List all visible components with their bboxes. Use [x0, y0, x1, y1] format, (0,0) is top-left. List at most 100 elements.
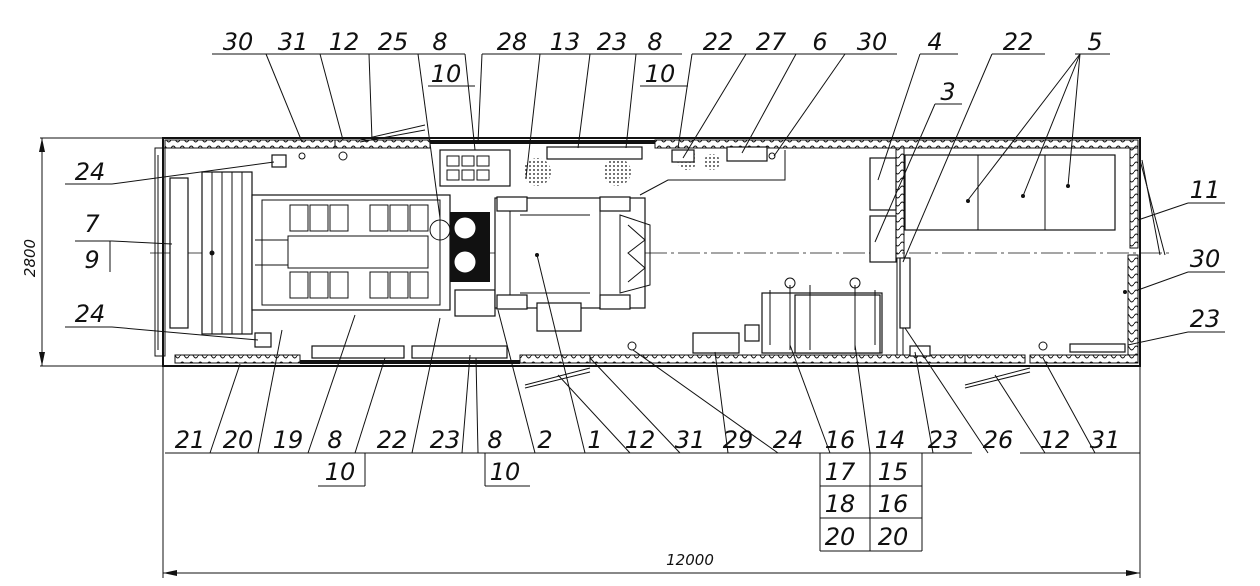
svg-text:8: 8: [432, 28, 447, 56]
svg-text:30: 30: [223, 28, 254, 56]
callout-bottom-12: 12: [557, 374, 656, 454]
svg-text:16: 16: [878, 490, 909, 518]
callout-bottom-25: 26: [904, 327, 1014, 454]
svg-text:31: 31: [1090, 426, 1121, 454]
svg-text:22: 22: [1003, 28, 1034, 56]
svg-text:23: 23: [430, 426, 461, 454]
svg-text:12: 12: [329, 28, 360, 56]
svg-text:10: 10: [431, 60, 462, 88]
callout-bottom-1: 21: [175, 363, 241, 454]
svg-text:12: 12: [1040, 426, 1071, 454]
svg-text:31: 31: [675, 426, 706, 454]
callout-top-7: 28: [477, 28, 540, 144]
svg-text:25: 25: [378, 28, 409, 56]
callout-bottom-17: 17: [820, 458, 870, 487]
callout-bottom-19: 20: [820, 523, 870, 552]
genset: [169, 171, 651, 335]
callout-top-9: 23: [577, 28, 636, 149]
svg-text:8: 8: [327, 426, 342, 454]
svg-text:20: 20: [825, 523, 856, 551]
callout-bottom-5: 10: [318, 453, 366, 487]
svg-text:13: 13: [550, 28, 581, 56]
container-outline: [150, 137, 1170, 367]
callout-bottom-20: 14: [854, 344, 906, 454]
callout-top-8: 13: [525, 28, 590, 179]
svg-text:28: 28: [497, 28, 528, 56]
callout-top-10: 8: [636, 28, 682, 56]
svg-text:14: 14: [875, 426, 906, 454]
callout-left-1: 24: [65, 158, 275, 186]
callout-top-11: 10: [625, 53, 688, 149]
svg-text:20: 20: [223, 426, 254, 454]
door-swings: [359, 124, 1166, 389]
svg-text:16: 16: [825, 426, 856, 454]
callout-left-2: 7: [75, 210, 173, 245]
callout-bottom-14: 29: [714, 351, 753, 454]
svg-text:20: 20: [878, 523, 909, 551]
svg-text:4: 4: [927, 28, 942, 56]
callout-top-16: 4: [877, 28, 958, 181]
svg-text:10: 10: [325, 458, 356, 486]
callout-top-17: 3: [874, 78, 962, 243]
svg-text:24: 24: [75, 300, 106, 328]
callouts-top: 30 31 12 25 8 10 28 13 23 8 10 22 27 6 3…: [212, 28, 1110, 263]
svg-text:11: 11: [1190, 176, 1221, 204]
callout-top-1: 30: [212, 28, 303, 143]
callout-bottom-3: 19: [273, 314, 356, 454]
callout-bottom-22: 16: [870, 490, 922, 519]
callouts-left: 24 7 9 24: [65, 158, 275, 341]
svg-text:24: 24: [75, 158, 106, 186]
callouts-right: 11 30 23: [1127, 176, 1225, 346]
callout-bottom-6: 22: [377, 317, 441, 454]
svg-text:27: 27: [756, 28, 787, 56]
svg-text:24: 24: [773, 426, 804, 454]
callout-left-4: 24: [65, 300, 259, 341]
callout-bottom-16: 16: [789, 344, 856, 454]
callout-bottom-9: 10: [484, 453, 530, 487]
callout-bottom-21: 15: [870, 458, 922, 487]
callout-top-5: 8: [418, 28, 465, 56]
callout-bottom-13: 31: [589, 357, 706, 454]
callout-top-13: 27: [682, 28, 796, 159]
callout-top-19: 5: [967, 28, 1110, 201]
svg-text:10: 10: [490, 458, 521, 486]
callout-top-12: 22: [677, 28, 746, 149]
callout-right-3: 23: [1127, 305, 1225, 346]
svg-text:19: 19: [273, 426, 304, 454]
height-dimension: 2800: [21, 137, 163, 367]
svg-text:21: 21: [175, 426, 206, 454]
callout-right-2: 30: [1137, 245, 1225, 291]
svg-text:7: 7: [84, 210, 100, 238]
bottom-equipment: [254, 332, 1126, 359]
svg-text:23: 23: [597, 28, 628, 56]
callout-bottom-10: 2: [497, 309, 553, 454]
pump-station: [744, 277, 883, 354]
svg-text:26: 26: [983, 426, 1014, 454]
callout-left-3: 9: [84, 241, 111, 274]
length-dimension: 12000: [162, 366, 1141, 578]
svg-text:10: 10: [645, 60, 676, 88]
callout-bottom-4: 8: [327, 357, 386, 454]
svg-text:12: 12: [625, 426, 656, 454]
svg-text:22: 22: [377, 426, 408, 454]
callout-bottom-24: 23: [914, 351, 958, 454]
svg-text:22: 22: [703, 28, 734, 56]
svg-text:17: 17: [825, 458, 856, 486]
height-label: 2800: [21, 239, 39, 277]
callout-top-18: 22: [902, 28, 1045, 263]
callout-top-3: 12: [320, 28, 373, 141]
callout-bottom-7: 23: [430, 354, 471, 454]
svg-text:3: 3: [940, 78, 955, 106]
callout-top-2: 31: [266, 28, 344, 141]
callout-top-6: 10: [428, 53, 476, 151]
callout-top-14: 6: [741, 28, 845, 154]
callout-bottom-23: 20: [819, 453, 923, 552]
callout-bottom-27: 31: [1042, 357, 1121, 454]
callout-top-4: 25: [369, 28, 441, 219]
svg-text:23: 23: [1190, 305, 1221, 333]
svg-text:1: 1: [587, 426, 602, 454]
svg-text:9: 9: [84, 246, 99, 274]
callout-right-1: 11: [1137, 176, 1225, 221]
callout-bottom-2: 20: [223, 329, 283, 454]
